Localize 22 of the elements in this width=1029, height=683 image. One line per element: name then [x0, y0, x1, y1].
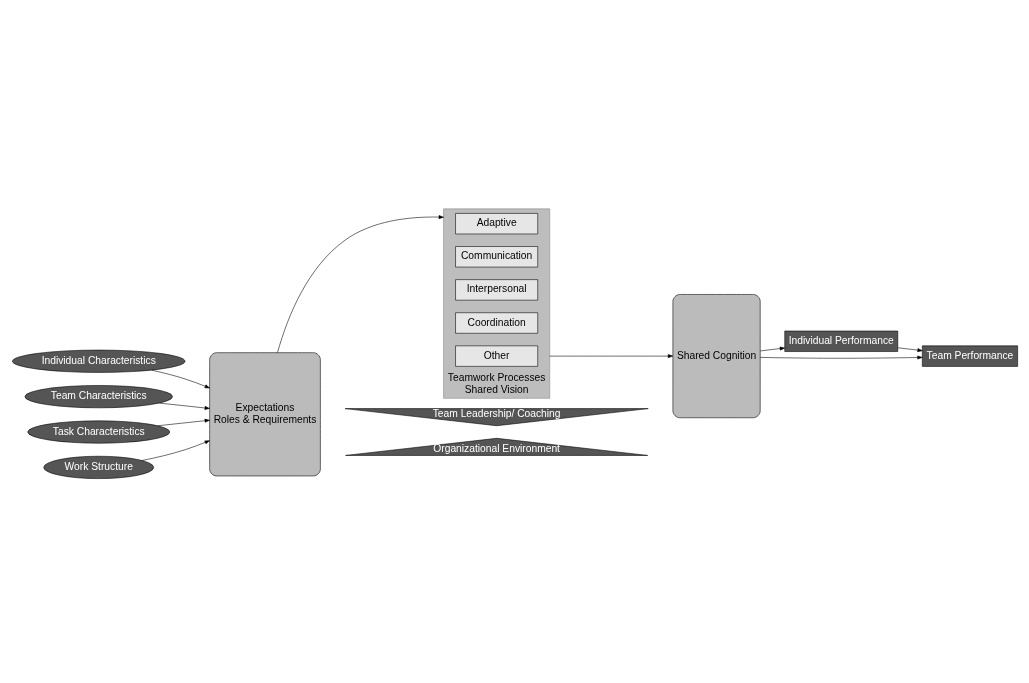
node-ellipse: Work Structure [42, 455, 154, 479]
node-box: Expectations Roles & Requirements [208, 352, 321, 477]
node-box: Shared Cognition [672, 294, 760, 419]
node-box: Team Performance [921, 345, 1018, 367]
arrow [276, 215, 444, 353]
arrow [897, 347, 923, 352]
node-box: Interpersonal [454, 279, 538, 301]
node-box: Communication [454, 246, 538, 268]
arrow [759, 346, 785, 352]
node-ellipse: Individual Characteristics [11, 349, 185, 373]
arrow [157, 418, 210, 427]
arrow [548, 354, 673, 358]
node-ellipse: Team Characteristics [24, 385, 173, 409]
node-box: Other [454, 345, 538, 367]
node-ellipse: Task Characteristics [26, 420, 170, 444]
arrow [150, 369, 210, 389]
arrow [141, 440, 210, 461]
arrow [759, 355, 922, 360]
node-box: Coordination [454, 312, 538, 334]
arrow [158, 402, 210, 410]
node-box: Adaptive [454, 213, 538, 235]
node-box: Individual Performance [783, 330, 898, 352]
